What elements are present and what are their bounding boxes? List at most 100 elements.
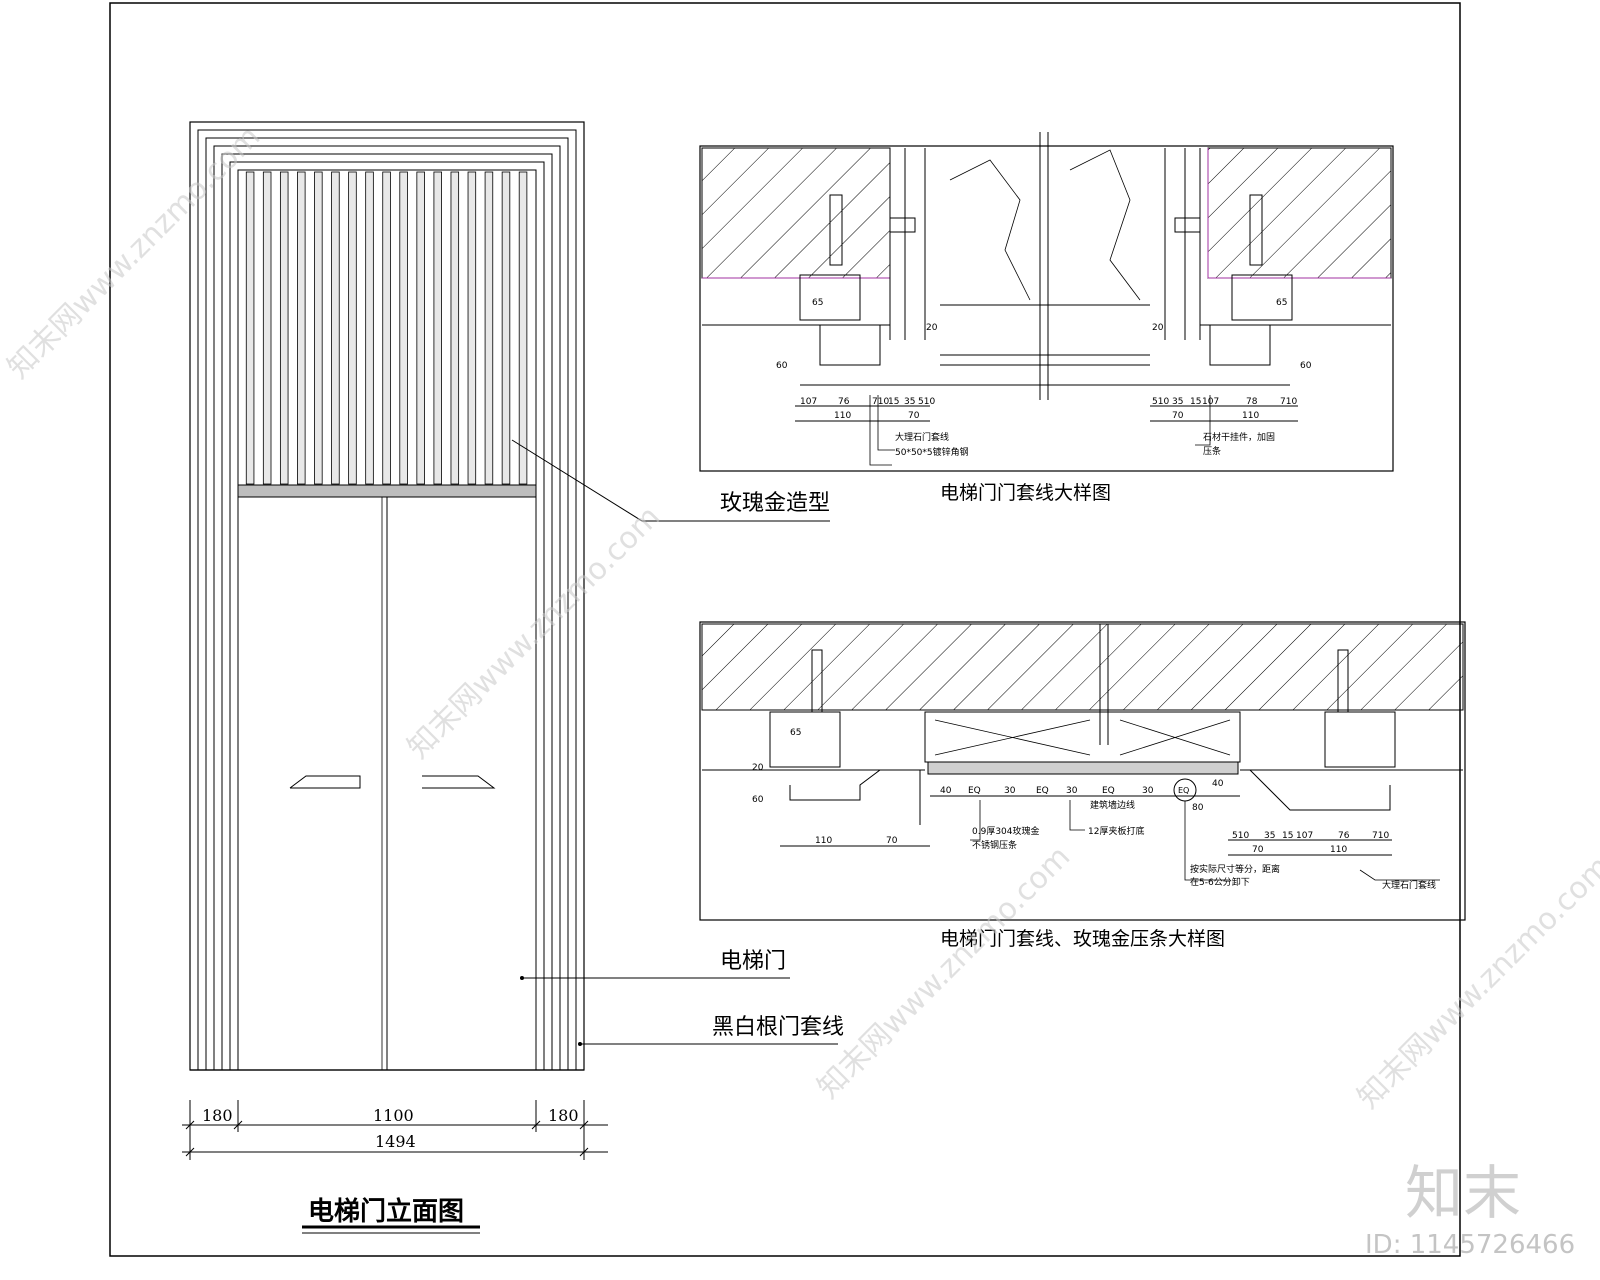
svg-text:80: 80: [1192, 803, 1204, 813]
svg-text:EQ: EQ: [968, 786, 981, 796]
svg-text:65: 65: [1276, 298, 1287, 308]
svg-text:107: 107: [1202, 397, 1219, 407]
svg-text:40: 40: [1212, 779, 1224, 789]
svg-text:76: 76: [838, 397, 850, 407]
svg-text:30: 30: [1066, 786, 1078, 796]
svg-text:15: 15: [888, 397, 899, 407]
svg-text:15: 15: [1282, 831, 1293, 841]
svg-text:15: 15: [1190, 397, 1201, 407]
svg-text:60: 60: [752, 795, 764, 805]
rose-gold-flute: [501, 171, 511, 485]
svg-text:在5-6公分卸下: 在5-6公分卸下: [1190, 876, 1250, 888]
svg-text:70: 70: [908, 411, 920, 421]
svg-text:76: 76: [1338, 831, 1350, 841]
svg-text:107: 107: [1296, 831, 1313, 841]
svg-text:知末网www.znzmo.com: 知末网www.znzmo.com: [1, 119, 267, 385]
rose-gold-flute: [262, 171, 272, 485]
rose-gold-flute: [279, 171, 289, 485]
rose-gold-flute: [518, 171, 528, 485]
svg-text:70: 70: [1172, 411, 1184, 421]
svg-text:70: 70: [1252, 845, 1264, 855]
svg-text:不锈钢压条: 不锈钢压条: [972, 839, 1017, 851]
svg-text:510: 510: [918, 397, 935, 407]
svg-text:压条: 压条: [1203, 445, 1221, 457]
rose-gold-flute: [314, 171, 323, 485]
svg-text:60: 60: [1300, 361, 1312, 371]
svg-text:30: 30: [1142, 786, 1154, 796]
svg-text:20: 20: [752, 763, 764, 773]
rose-gold-flute: [245, 171, 255, 485]
rose-gold-flute: [433, 171, 442, 485]
svg-text:20: 20: [926, 323, 938, 333]
leader-rose-gold: [511, 439, 830, 522]
svg-text:建筑墙边线: 建筑墙边线: [1090, 799, 1135, 811]
rose-gold-flute: [416, 171, 425, 485]
svg-text:EQ: EQ: [1102, 786, 1115, 796]
svg-text:40: 40: [940, 786, 952, 796]
svg-text:710: 710: [1372, 831, 1389, 841]
rose-gold-flute: [365, 171, 374, 485]
elevation-view: [189, 121, 585, 1071]
svg-text:20: 20: [1152, 323, 1164, 333]
detail2-dims: 40 EQ 30 EQ 30 EQ 30 40 110 70 65 60 20 …: [752, 728, 1389, 855]
svg-text:78: 78: [1246, 397, 1258, 407]
elevation-dimensions: [182, 1100, 608, 1160]
rose-gold-flute: [484, 171, 494, 485]
label-elevator-door: 电梯门: [720, 949, 786, 974]
detail1-title: 电梯门门套线大样图: [940, 482, 1111, 504]
rose-gold-flute: [399, 171, 408, 485]
svg-text:65: 65: [790, 728, 801, 738]
svg-text:107: 107: [800, 397, 817, 407]
svg-text:110: 110: [1242, 411, 1259, 421]
svg-text:65: 65: [812, 298, 823, 308]
svg-text:510: 510: [1232, 831, 1249, 841]
svg-text:110: 110: [815, 836, 832, 846]
detail2-title: 电梯门门套线、玫瑰金压条大样图: [940, 928, 1225, 950]
svg-text:60: 60: [776, 361, 788, 371]
svg-text:大理石门套线: 大理石门套线: [895, 431, 949, 443]
svg-text:EQ: EQ: [1178, 786, 1189, 795]
label-door-trim: 黑白根门套线: [712, 1015, 844, 1040]
rose-gold-panel: [245, 171, 528, 485]
svg-text:12厚夹板打底: 12厚夹板打底: [1088, 825, 1144, 837]
dim-right-180: 180: [548, 1106, 579, 1125]
svg-text:50*50*5镀锌角钢: 50*50*5镀锌角钢: [895, 446, 969, 458]
svg-text:110: 110: [1330, 845, 1347, 855]
svg-text:35: 35: [1264, 831, 1275, 841]
svg-text:710: 710: [872, 397, 889, 407]
svg-text:石材干挂件，加固: 石材干挂件，加固: [1203, 431, 1275, 443]
dim-center-1100: 1100: [373, 1106, 414, 1125]
rose-gold-flute: [467, 171, 477, 485]
rose-gold-flute: [450, 171, 460, 485]
detail1-dims-right: 510 35 15 107 78 710 70 110 65 60 20: [1152, 298, 1312, 421]
detail2-notes: 0.9厚304玫瑰金 不锈钢压条 12厚夹板打底 建筑墙边线 按实际尺寸等分，距…: [972, 799, 1436, 891]
dim-left-180: 180: [202, 1106, 233, 1125]
detail1-dims-left: 107 76 710 15 35 510 110 70 65 60 20: [776, 298, 938, 421]
svg-text:大理石门套线: 大理石门套线: [1382, 879, 1436, 891]
dim-total-1494: 1494: [375, 1132, 416, 1151]
svg-text:710: 710: [1280, 397, 1297, 407]
svg-text:0.9厚304玫瑰金: 0.9厚304玫瑰金: [972, 825, 1040, 837]
svg-text:30: 30: [1004, 786, 1016, 796]
brand-id: ID: 1145726466: [1365, 1230, 1575, 1260]
detail1-notes: 大理石门套线 50*50*5镀锌角钢 石材干挂件，加固 压条: [895, 431, 1275, 458]
svg-text:110: 110: [834, 411, 851, 421]
svg-text:知末网www.znzmo.com: 知末网www.znzmo.com: [401, 499, 667, 765]
rose-gold-flute: [331, 171, 340, 485]
svg-text:35: 35: [1172, 397, 1183, 407]
svg-text:70: 70: [886, 836, 898, 846]
svg-text:按实际尺寸等分，距离: 按实际尺寸等分，距离: [1190, 863, 1280, 875]
rose-gold-flute: [382, 171, 391, 485]
label-rose-gold: 玫瑰金造型: [720, 491, 830, 516]
svg-text:知末网www.znzmo.com: 知末网www.znzmo.com: [811, 839, 1077, 1105]
svg-text:EQ: EQ: [1036, 786, 1049, 796]
svg-text:510: 510: [1152, 397, 1169, 407]
elevation-title: 电梯门立面图: [308, 1196, 464, 1227]
svg-text:35: 35: [904, 397, 915, 407]
detail2-section: [699, 621, 1466, 921]
rose-gold-flute: [297, 171, 306, 485]
detail1-section: [699, 132, 1394, 472]
rose-gold-flute: [348, 171, 357, 485]
brand-logo: 知末: [1405, 1159, 1521, 1227]
